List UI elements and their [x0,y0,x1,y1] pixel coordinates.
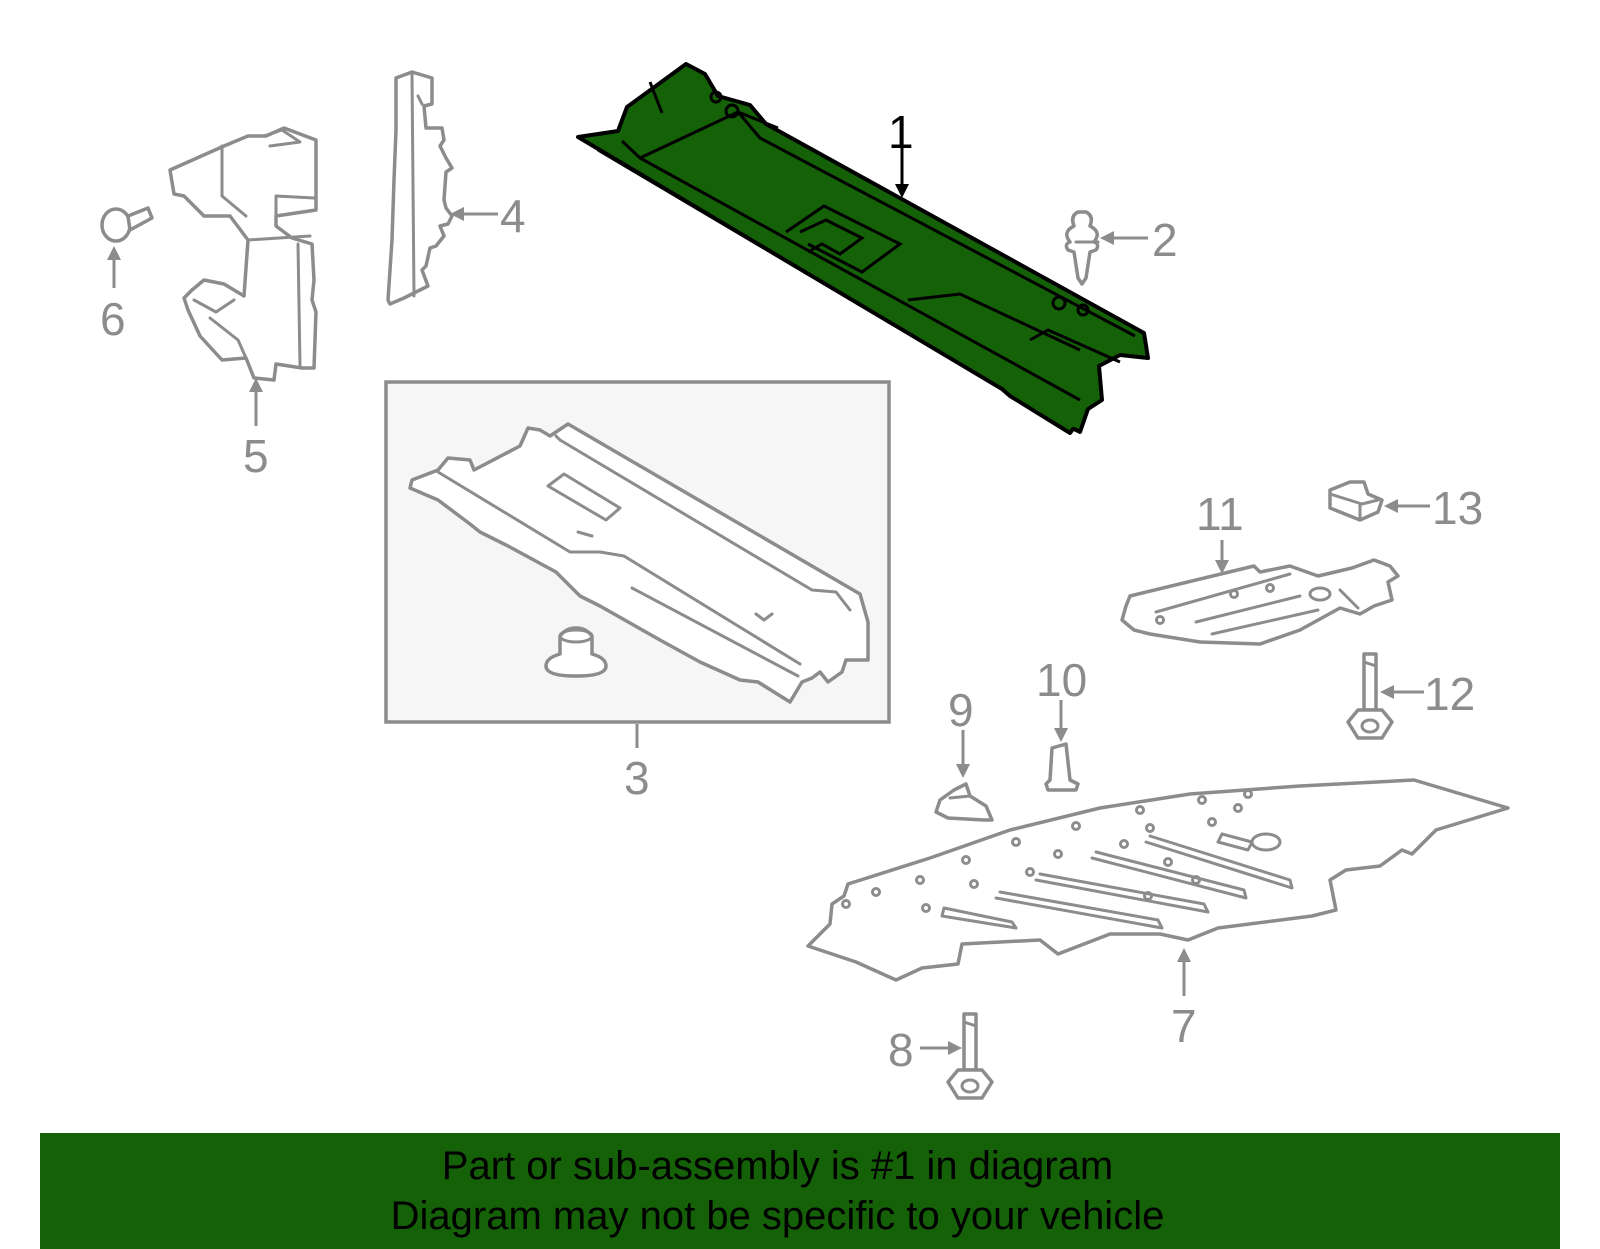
callout-2: 2 [1152,214,1178,266]
banner-line-2: Diagram may not be specific to your vehi… [390,1194,1165,1238]
part-11-shield[interactable] [1120,558,1400,646]
part-4-air-deflector[interactable] [386,70,454,306]
callout-1: 1 [888,106,914,158]
callout-7: 7 [1171,1000,1197,1052]
part-10-clip[interactable] [1044,742,1080,792]
callout-6: 6 [100,293,126,345]
part-2-push-clip[interactable] [1064,210,1100,286]
part-8-bolt[interactable] [946,1012,994,1100]
part-9-retainer[interactable] [934,782,994,822]
info-banner: Part or sub-assembly is #1 in diagram Di… [40,1133,1560,1249]
callout-11: 11 [1196,488,1244,540]
part-1-radiator-support-cover[interactable] [576,62,1150,435]
callout-9: 9 [948,684,974,736]
part-12-bolt[interactable] [1346,652,1394,740]
part-13-bracket[interactable] [1328,480,1384,522]
callout-13: 13 [1432,482,1483,534]
callout-10: 10 [1036,654,1087,706]
parts-diagram: 1 2 4 5 6 [100,62,1510,1100]
part-5-side-deflector[interactable] [168,126,318,382]
part-3-inset-box[interactable] [384,380,891,724]
callout-4: 4 [500,190,526,242]
part-7-lower-shield[interactable] [806,778,1510,982]
callout-8: 8 [888,1024,914,1076]
callout-3: 3 [624,752,650,804]
banner-line-1: Part or sub-assembly is #1 in diagram [441,1144,1114,1188]
callout-5: 5 [243,430,269,482]
part-6-screw[interactable] [100,206,154,243]
callout-12: 12 [1424,668,1475,720]
